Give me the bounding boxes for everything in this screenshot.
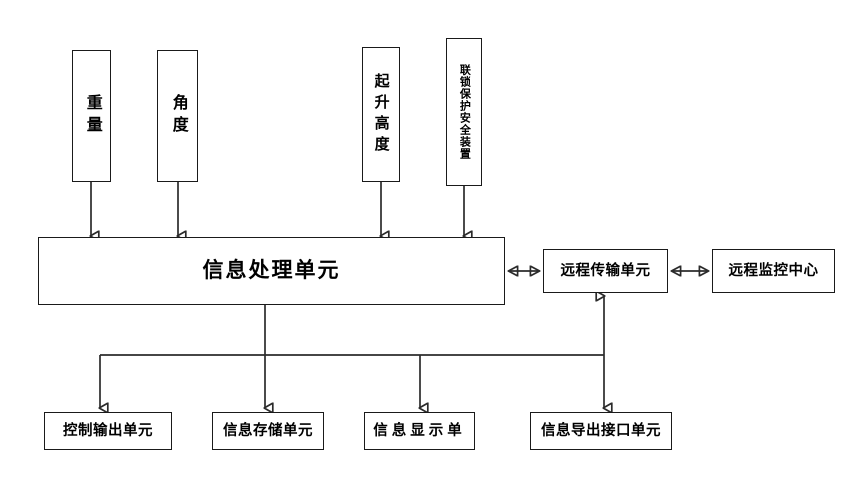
input-label-interlock-safety-device: 联锁保护安全装置	[458, 64, 471, 160]
node-info-display-unit[interactable]: 信息显示单	[364, 412, 475, 450]
input-label-lift-height: 起升高度	[372, 72, 390, 157]
node-control-output-unit[interactable]: 控制输出单元	[44, 412, 172, 450]
node-remote-monitoring-center[interactable]: 远程监控中心	[712, 249, 835, 293]
input-label-angle: 角度	[169, 94, 187, 138]
node-label-info-storage-unit: 信息存储单元	[223, 422, 313, 439]
node-label-info-processing-unit: 信息处理单元	[202, 258, 341, 282]
node-label-info-display-unit: 信息显示单	[373, 422, 466, 439]
input-box-angle[interactable]: 角度	[157, 50, 198, 182]
node-info-storage-unit[interactable]: 信息存储单元	[212, 412, 324, 450]
node-info-processing-unit[interactable]: 信息处理单元	[38, 237, 505, 305]
node-remote-transmission-unit[interactable]: 远程传输单元	[543, 249, 668, 293]
node-info-export-interface-unit[interactable]: 信息导出接口单元	[530, 412, 672, 450]
input-box-interlock-safety-device[interactable]: 联锁保护安全装置	[446, 38, 482, 186]
node-label-remote-monitoring-center: 远程监控中心	[728, 262, 819, 279]
input-label-weight: 重量	[83, 94, 101, 138]
input-box-weight[interactable]: 重量	[72, 50, 111, 182]
input-box-lift-height[interactable]: 起升高度	[362, 47, 400, 182]
node-label-remote-transmission-unit: 远程传输单元	[560, 262, 651, 279]
node-label-control-output-unit: 控制输出单元	[63, 422, 153, 439]
node-label-info-export-interface-unit: 信息导出接口单元	[541, 422, 661, 439]
